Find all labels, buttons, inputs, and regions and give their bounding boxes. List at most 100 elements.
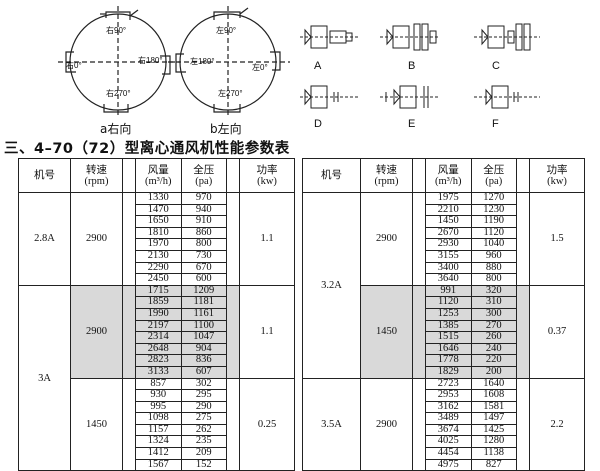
model-cell: 2.8A xyxy=(18,192,71,286)
flow-value: 2450 xyxy=(136,273,182,285)
pressure-value: 1040 xyxy=(471,239,516,251)
pressure-value: 1425 xyxy=(471,424,516,437)
flow-value: 1157 xyxy=(136,424,182,437)
flow-value: 2290 xyxy=(136,262,182,275)
header-flow: 风量(m³/h) 全压(pa) xyxy=(122,158,240,193)
angle-label: 右0° xyxy=(66,61,82,70)
pressure-value: 262 xyxy=(181,424,226,437)
flow-value: 1412 xyxy=(136,447,182,460)
flow-value: 2314 xyxy=(136,332,182,344)
pressure-value: 1280 xyxy=(471,436,516,449)
pressure-value: 1230 xyxy=(471,204,516,217)
pressure-value: 1138 xyxy=(471,447,516,460)
pressure-value: 607 xyxy=(195,365,212,377)
speed-cell: 1450 xyxy=(70,377,123,471)
flow-value: 2130 xyxy=(136,250,182,263)
power-cell: 2.2 xyxy=(529,377,585,471)
pressure-value: 200 xyxy=(485,365,502,377)
flow-value: 1778 xyxy=(426,355,472,367)
speed-cell: 2900 xyxy=(70,192,123,286)
flow-value: 1330 xyxy=(136,192,182,205)
header-model: 机号 xyxy=(18,158,71,193)
pressure-value: 300 xyxy=(471,308,516,321)
flow-value: 1829 xyxy=(426,366,472,378)
model-cell: 3A xyxy=(18,284,71,471)
angle-label: 左180° xyxy=(190,57,215,66)
drive-label: F xyxy=(492,118,499,130)
flow-value: 3489 xyxy=(426,413,472,425)
header-flow-label: 风量(m³/h) xyxy=(136,159,182,192)
flow-value: 1810 xyxy=(136,227,182,240)
pressure-value: 1161 xyxy=(181,308,226,321)
pressure-value: 1209 xyxy=(181,285,226,298)
flow-value: 3133 xyxy=(136,366,182,378)
header-flow-label: 风量(m³/h) xyxy=(426,159,472,192)
pressure-value: 1047 xyxy=(181,332,226,344)
pressure-value: 1181 xyxy=(181,297,226,309)
flow-value: 1975 xyxy=(426,192,472,205)
section-heading: 三、4–70（72）型离心通风机性能参数表 xyxy=(4,141,290,157)
power-cell: 1.1 xyxy=(239,284,295,379)
flow-value: 991 xyxy=(426,285,472,298)
header-flow: 风量(m³/h)全压(pa) xyxy=(412,158,530,193)
drive-label: B xyxy=(408,60,416,72)
flow-value: 2648 xyxy=(136,343,182,356)
pressure-value: 1120 xyxy=(471,227,516,240)
model-cell: 3.5A xyxy=(302,377,361,471)
pressure-value: 670 xyxy=(181,262,226,275)
pressure-value: 960 xyxy=(471,250,516,263)
power-cell: 0.37 xyxy=(529,284,585,379)
drive-label: C xyxy=(492,60,500,72)
angle-label: 右180° xyxy=(138,56,163,65)
caption-left-hand: b左向 xyxy=(210,122,242,136)
header-speed: 转速(rpm) xyxy=(70,158,123,193)
flow-value: 1515 xyxy=(426,332,472,344)
pressure-value: 260 xyxy=(471,332,516,344)
flow-value: 1990 xyxy=(136,308,182,321)
pressure-value: 904 xyxy=(181,343,226,356)
pressure-value: 1640 xyxy=(471,378,516,391)
pressure-value: 290 xyxy=(181,401,226,414)
flow-value: 1385 xyxy=(426,320,472,333)
pressure-value: 1100 xyxy=(181,320,226,333)
pressure-value: 320 xyxy=(471,285,516,298)
pressure-value: 880 xyxy=(471,262,516,275)
angle-label: 左90° xyxy=(216,26,237,35)
pressure-value: 235 xyxy=(181,436,226,449)
power-cell: 1.5 xyxy=(529,192,585,286)
flow-value: 1120 xyxy=(426,297,472,309)
header-speed: 转速(rpm) xyxy=(360,158,413,193)
pressure-value: 310 xyxy=(471,297,516,309)
speed-cell: 2900 xyxy=(360,377,413,471)
flow-value: 1450 xyxy=(426,216,472,228)
flow-value: 2723 xyxy=(426,378,472,391)
flow-value: 3674 xyxy=(426,424,472,437)
pressure-value: 910 xyxy=(181,216,226,228)
flow-value: 2210 xyxy=(426,204,472,217)
pressure-value: 295 xyxy=(181,389,226,402)
header-pressure-label: 全压(pa) xyxy=(193,164,215,187)
flow-value: 2930 xyxy=(426,239,472,251)
flow-value: 3155 xyxy=(426,250,472,263)
flow-value: 1715 xyxy=(136,285,182,298)
pressure-value: 836 xyxy=(181,355,226,367)
pressure-value: 1190 xyxy=(471,216,516,228)
drive-label: E xyxy=(408,118,416,130)
header-power: 功率(kw) xyxy=(239,158,295,193)
pressure-value: 600 xyxy=(195,273,212,285)
flow-value: 2953 xyxy=(426,389,472,402)
flow-value: 1646 xyxy=(426,343,472,356)
pressure-value: 209 xyxy=(181,447,226,460)
flow-value: 3400 xyxy=(426,262,472,275)
power-cell: 1.1 xyxy=(239,192,295,286)
flow-value: 2823 xyxy=(136,355,182,367)
diagram-drawing xyxy=(58,6,540,118)
pressure-value: 270 xyxy=(471,320,516,333)
